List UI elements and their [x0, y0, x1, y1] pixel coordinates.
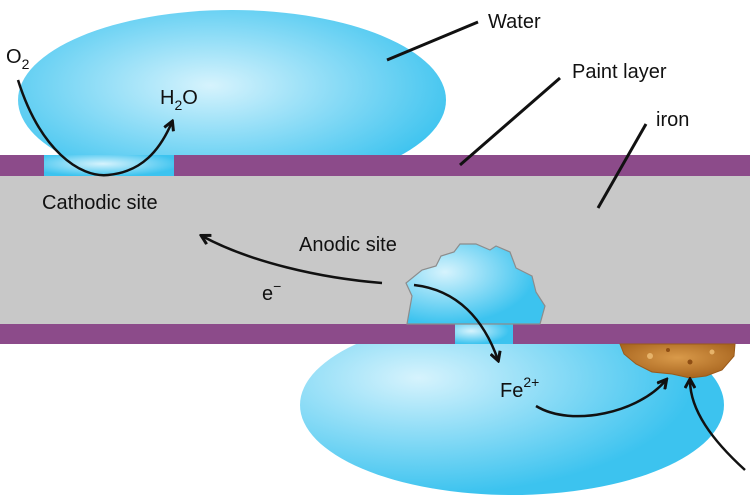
label-o2: O2 [6, 46, 30, 72]
label-electron: e− [262, 278, 281, 305]
label-anodic-site: Anodic site [299, 234, 397, 256]
iron-bar [0, 176, 750, 324]
paint-layer-bottom-left [0, 324, 455, 344]
paint-layer-top-right [174, 155, 750, 176]
water-drop-top [18, 10, 446, 190]
paint-layer-bottom-right [513, 324, 750, 344]
label-fe-ion: Fe2+ [500, 374, 539, 402]
arrow-o2-to-rust [690, 380, 746, 471]
paint-layer-top-left [0, 155, 44, 176]
rust-speck [666, 348, 670, 352]
arrow-electron-flow [202, 236, 383, 285]
leader-iron [596, 123, 648, 209]
arrow-fe-to-rust [535, 380, 666, 418]
label-water: Water [488, 11, 541, 33]
leader-paint-layer [459, 76, 561, 167]
arrow-o2-to-h2o [16, 79, 172, 177]
label-paint-layer: Paint layer [572, 61, 667, 83]
label-h2o: H2O [160, 87, 198, 113]
cathodic-gap-water [44, 155, 174, 176]
anodic-gap-water [455, 324, 513, 344]
rust-speck [709, 349, 715, 355]
label-iron: iron [656, 109, 689, 131]
label-cathodic-site: Cathodic site [42, 192, 158, 214]
leader-water [386, 20, 479, 62]
rust-speck [647, 353, 653, 359]
rust-speck [687, 359, 693, 365]
arrow-fe-release [413, 283, 498, 360]
water-drop-bottom [300, 315, 724, 495]
anodic-pit [405, 243, 546, 325]
